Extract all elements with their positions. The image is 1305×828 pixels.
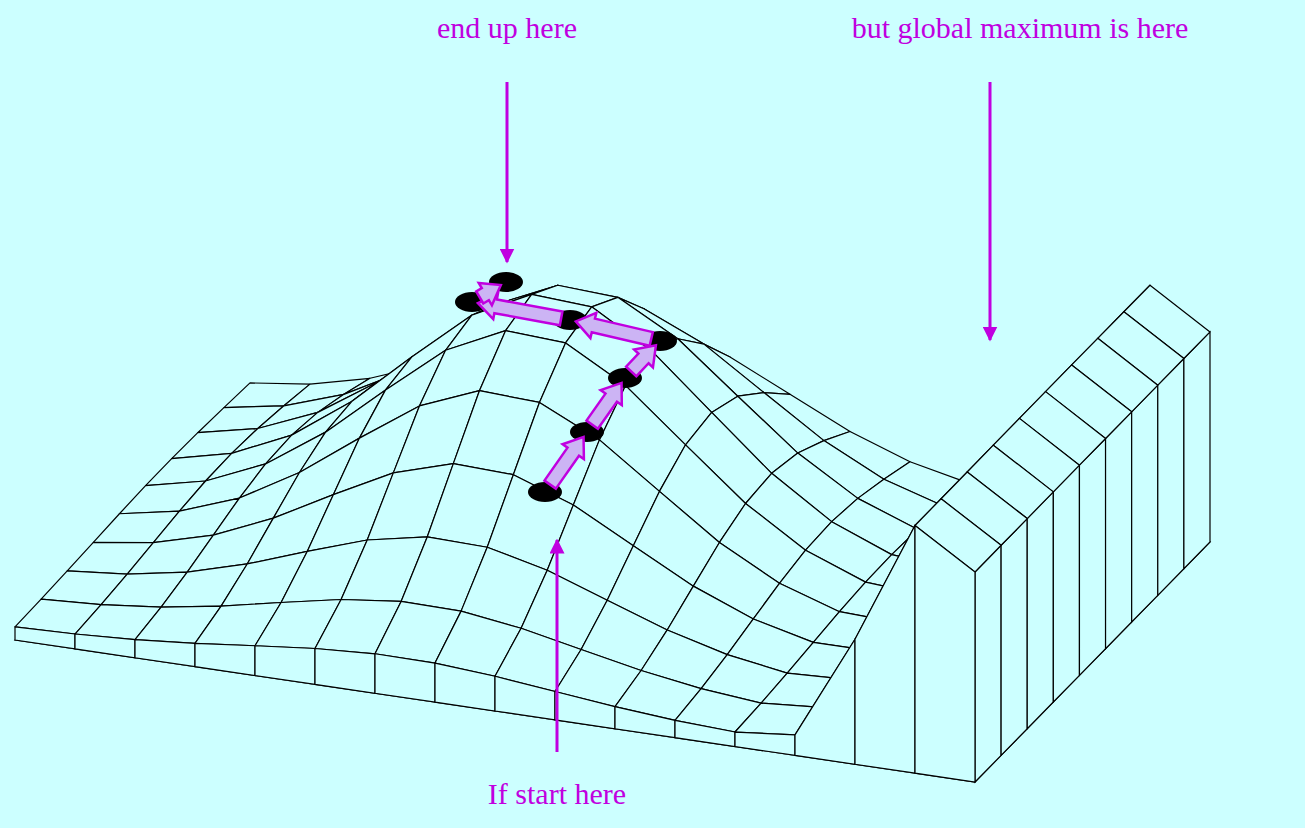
callout-label: but global maximum is here <box>852 10 1189 46</box>
climb-dots <box>455 272 677 502</box>
wall-panel <box>735 732 795 755</box>
callout-label: If start here <box>488 776 626 812</box>
wall-panel <box>1158 359 1184 596</box>
wall-panel <box>1027 492 1053 729</box>
callout-label: end up here <box>437 10 577 46</box>
wall-panel <box>375 654 435 702</box>
step-arrow <box>626 345 656 376</box>
wall-panel <box>975 545 1001 782</box>
step-arrow <box>476 283 501 305</box>
wall-panel <box>435 663 495 711</box>
surface-mesh <box>15 285 1210 735</box>
wall-panel <box>1184 332 1210 569</box>
front-wall <box>15 526 975 782</box>
wall-panel <box>15 627 75 649</box>
leader-arrow <box>506 82 509 262</box>
wall-panel <box>255 646 315 685</box>
wall-panel <box>1053 465 1079 702</box>
wall-panel <box>1079 439 1105 676</box>
leader-arrows <box>507 82 990 752</box>
wall-panel <box>555 691 615 728</box>
wall-panel <box>1106 412 1132 649</box>
wall-panel <box>855 526 915 774</box>
leader-arrow <box>556 540 559 752</box>
wall-panel <box>75 634 135 658</box>
wall-panel <box>795 639 855 764</box>
right-wall <box>975 332 1210 782</box>
wall-panel <box>135 640 195 667</box>
step-arrow <box>576 313 653 346</box>
climb-arrows <box>476 283 656 489</box>
wall-panel <box>615 707 675 738</box>
wall-panel <box>315 649 375 694</box>
wall-panel <box>915 526 975 782</box>
step-arrow <box>544 437 583 489</box>
step-arrow <box>586 383 621 429</box>
wall-panel <box>495 676 555 720</box>
wall-panel <box>1001 519 1027 756</box>
wall-panel <box>195 643 255 675</box>
wall-panel <box>675 720 735 746</box>
base-plane <box>15 400 1210 782</box>
leader-arrow <box>989 82 992 340</box>
wall-panel <box>1132 385 1158 622</box>
